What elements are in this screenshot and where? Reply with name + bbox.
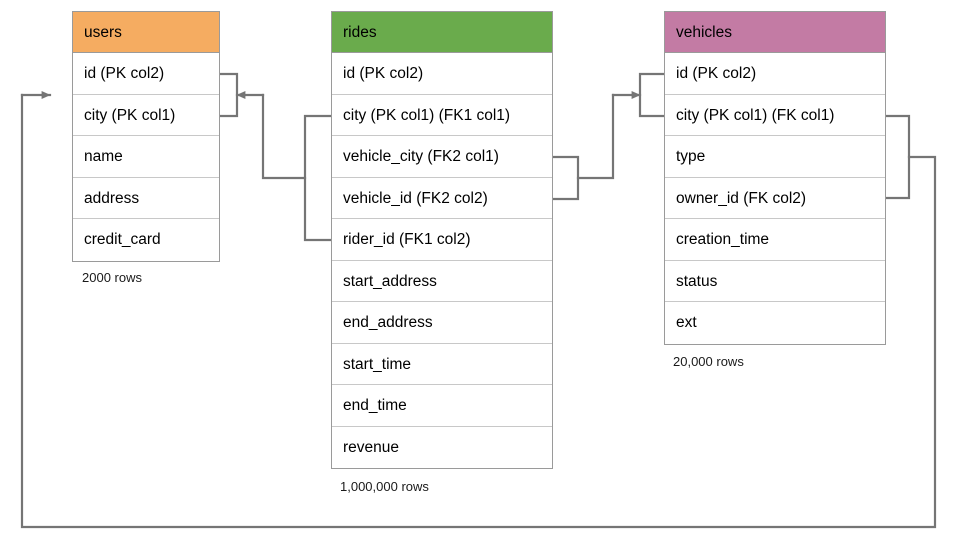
table-vehicles-column-status[interactable]: status (665, 261, 885, 302)
table-rides-column-city[interactable]: city (PK col1) (FK1 col1) (332, 95, 552, 136)
table-rides-column-start-time[interactable]: start_time (332, 344, 552, 385)
table-vehicles-column-creation-time[interactable]: creation_time (665, 219, 885, 261)
table-rides-column-vehicle-city[interactable]: vehicle_city (FK2 col1) (332, 136, 552, 178)
table-rides-column-end-time[interactable]: end_time (332, 385, 552, 427)
table-vehicles-column-id[interactable]: id (PK col2) (665, 53, 885, 95)
table-vehicles-column-city[interactable]: city (PK col1) (FK col1) (665, 95, 885, 136)
table-rides-column-start-address[interactable]: start_address (332, 261, 552, 302)
table-rides-column-revenue[interactable]: revenue (343, 438, 400, 456)
table-users[interactable]: users id (PK col2) city (PK col1) name a… (72, 11, 220, 262)
table-rides-column-end-address[interactable]: end_address (332, 302, 552, 344)
table-users-column-city[interactable]: city (PK col1) (73, 95, 219, 136)
table-users-column-credit-card[interactable]: credit_card (84, 231, 161, 248)
table-users-title: users (73, 12, 219, 53)
table-rides-row-count: 1,000,000 rows (340, 479, 429, 494)
table-users-column-address[interactable]: address (73, 178, 219, 219)
table-vehicles-column-type[interactable]: type (665, 136, 885, 178)
table-vehicles[interactable]: vehicles id (PK col2) city (PK col1) (FK… (664, 11, 886, 345)
table-rides-column-rider-id[interactable]: rider_id (FK1 col2) (332, 219, 552, 261)
table-rides-column-vehicle-id[interactable]: vehicle_id (FK2 col2) (332, 178, 552, 219)
table-users-row-count: 2000 rows (82, 270, 142, 285)
table-users-column-id[interactable]: id (PK col2) (73, 53, 219, 95)
table-rides-title: rides (332, 12, 552, 53)
edge-fk2-rides-vehicles (551, 72, 666, 201)
table-rides-column-id[interactable]: id (PK col2) (332, 53, 552, 95)
table-vehicles-row-count: 20,000 rows (673, 354, 744, 369)
table-vehicles-column-ext[interactable]: ext (676, 314, 697, 331)
table-rides[interactable]: rides id (PK col2) city (PK col1) (FK1 c… (331, 11, 553, 469)
table-vehicles-title: vehicles (665, 12, 885, 53)
edge-fk1-rides-users (218, 72, 333, 242)
table-users-column-name[interactable]: name (73, 136, 219, 178)
table-vehicles-column-owner-id[interactable]: owner_id (FK col2) (665, 178, 885, 219)
